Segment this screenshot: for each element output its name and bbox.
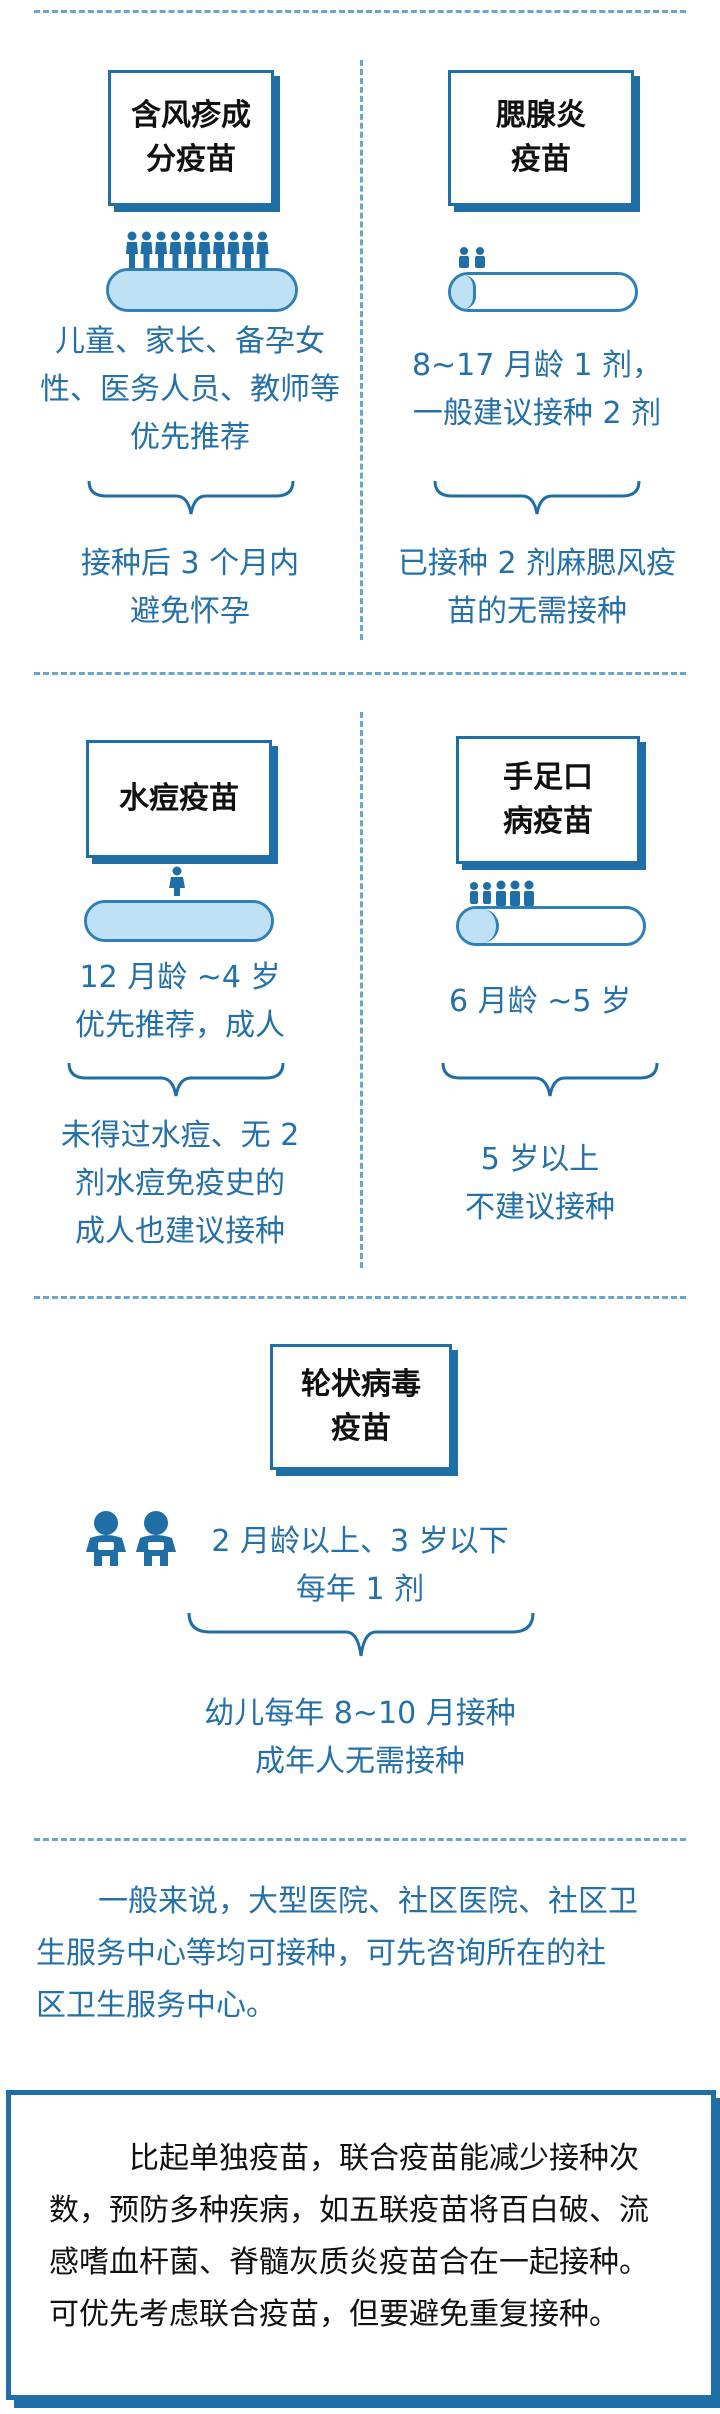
rotavirus-note-text: 幼儿每年 8~10 月接种 成年人无需接种 <box>204 1696 516 1779</box>
rubella-note-text: 接种后 3 个月内 避免怀孕 <box>80 546 300 629</box>
varicella-coverage-bar <box>84 900 274 942</box>
rotavirus-target-text: 2 月龄以上、3 岁以下 每年 1 剂 <box>211 1524 509 1607</box>
divider-2 <box>34 672 686 675</box>
mumps-coverage-bar <box>448 272 638 312</box>
brace-icon <box>187 1612 535 1657</box>
varicella-coverage-fill <box>87 903 271 939</box>
people-icon-group <box>126 231 269 268</box>
mumps-note-text: 已接种 2 剂麻腮风疫 苗的无需接种 <box>397 546 677 629</box>
combined-vaccine-tip-box: 比起单独疫苗，联合疫苗能减少接种次 数，预防多种疾病，如五联疫苗将百白破、流 感… <box>6 2090 716 2400</box>
rubella-vaccine-label: 含风疹成分疫苗 <box>108 70 274 206</box>
varicella-target-text: 12 月龄 ~4 岁 优先推荐，成人 <box>75 960 285 1043</box>
mumps-vaccine-label: 腮腺炎疫苗 <box>448 70 634 206</box>
hfmd-vaccine-label: 手足口病疫苗 <box>456 736 640 864</box>
hfmd-coverage-fill <box>459 909 499 943</box>
hfmd-target-text: 6 月龄 ~5 岁 <box>449 984 631 1019</box>
divider-vertical-1 <box>360 60 363 640</box>
mumps-coverage-fill <box>451 275 477 309</box>
divider-top <box>34 10 686 13</box>
hfmd-note-text: 5 岁以上 不建议接种 <box>465 1142 615 1225</box>
general-note-paragraph: 一般来说，大型医院、社区医院、社区卫 生服务中心等均可接种，可先咨询所在的社 区… <box>36 1884 638 2023</box>
tip-paragraph: 比起单独疫苗，联合疫苗能减少接种次 数，预防多种疾病，如五联疫苗将百白破、流 感… <box>49 2141 649 2332</box>
mumps-target-text: 8~17 月龄 1 剂， 一般建议接种 2 剂 <box>411 348 663 431</box>
brace-icon <box>87 480 295 515</box>
person-icon <box>169 866 185 896</box>
hfmd-coverage-bar <box>456 906 646 946</box>
divider-3 <box>34 1296 686 1299</box>
baby-icon <box>86 1511 176 1566</box>
rubella-coverage-fill <box>109 271 295 309</box>
children-icon-group <box>470 880 534 906</box>
brace-icon <box>433 480 641 515</box>
brace-icon <box>67 1062 285 1097</box>
divider-vertical-2 <box>360 712 363 1268</box>
brace-icon <box>441 1062 659 1097</box>
rubella-coverage-bar <box>106 268 298 312</box>
varicella-vaccine-label: 水痘疫苗 <box>86 740 272 858</box>
rubella-target-text: 儿童、家长、备孕女 性、医务人员、教师等 优先推荐 <box>40 324 340 455</box>
infant-icon <box>459 247 485 268</box>
varicella-note-text: 未得过水痘、无 2 剂水痘免疫史的 成人也建议接种 <box>60 1118 300 1249</box>
divider-4 <box>34 1838 686 1841</box>
rotavirus-vaccine-label: 轮状病毒疫苗 <box>270 1344 452 1470</box>
